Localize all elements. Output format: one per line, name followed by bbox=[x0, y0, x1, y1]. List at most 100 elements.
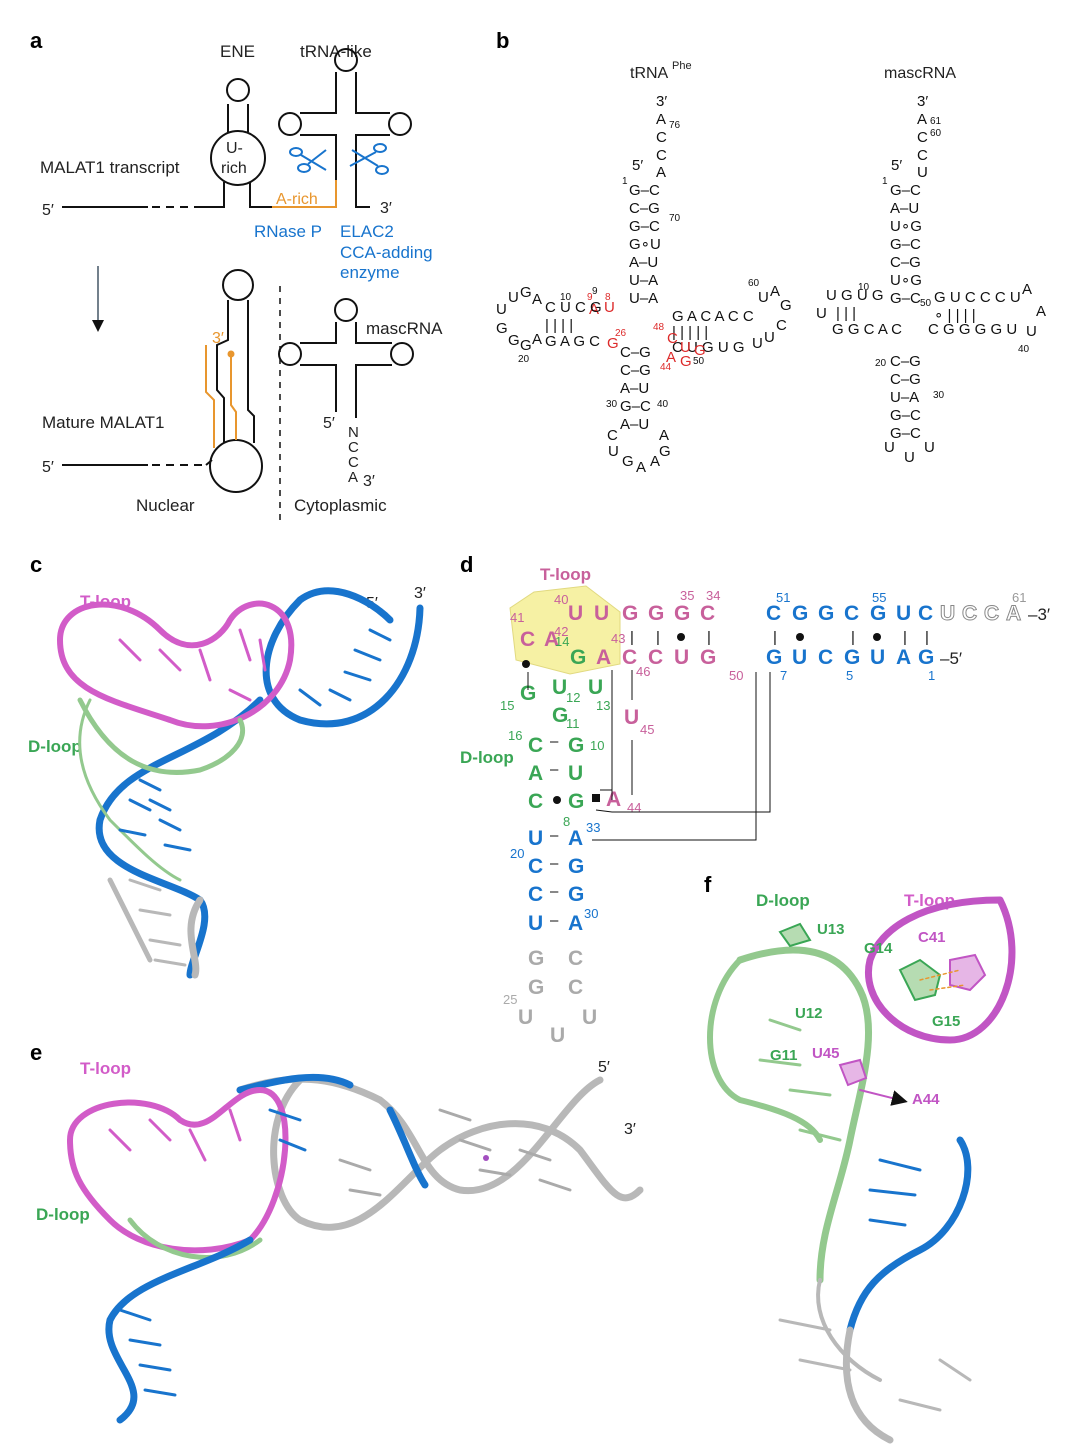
scissors-icon bbox=[289, 147, 327, 173]
a-rich-tail bbox=[205, 345, 215, 448]
u-rich-loop bbox=[210, 130, 266, 186]
nt: C bbox=[917, 147, 928, 164]
d-arm-dot bbox=[553, 796, 561, 804]
panel-label-f: f bbox=[704, 872, 712, 897]
mascrna-title: mascRNA bbox=[884, 65, 956, 82]
ene-right-stem bbox=[249, 182, 272, 208]
svg-text:16: 16 bbox=[508, 728, 522, 743]
residue-labels: U13 G14 C41 U12 G15 G11 U45 A44 bbox=[770, 921, 960, 1108]
nuclear-label: Nuclear bbox=[136, 496, 195, 515]
nt: U bbox=[924, 439, 935, 456]
nt: G∘U bbox=[629, 236, 661, 253]
svg-text:C: C bbox=[962, 602, 977, 625]
panel-b: b tRNA Phe mascRNA 3′ A 76 C C 5′ A 1 G–… bbox=[496, 28, 1046, 476]
nt: U bbox=[884, 439, 895, 456]
nt: A–U bbox=[620, 380, 649, 397]
nt-number: 9 bbox=[587, 292, 593, 303]
nt: U bbox=[758, 289, 769, 306]
svg-text:G: G bbox=[528, 947, 544, 970]
svg-text:|: | bbox=[630, 629, 634, 646]
svg-text:U: U bbox=[528, 827, 543, 850]
svg-text:C: C bbox=[818, 646, 833, 669]
d-five-end: –5′ bbox=[940, 649, 962, 668]
nt: G bbox=[680, 353, 692, 370]
nt: A bbox=[636, 459, 646, 476]
masc-5prime: 5′ bbox=[891, 157, 902, 174]
svg-text:C: C bbox=[568, 976, 583, 999]
panel-label-e: e bbox=[30, 1040, 42, 1065]
nt: U bbox=[508, 289, 519, 306]
nt: G bbox=[520, 337, 532, 354]
svg-text:41: 41 bbox=[510, 610, 524, 625]
svg-text:C: C bbox=[568, 947, 583, 970]
svg-text:43: 43 bbox=[611, 631, 625, 646]
ene-label: ENE bbox=[220, 42, 255, 61]
nt-number: 8 bbox=[605, 292, 611, 303]
ene-hairpin-loop bbox=[226, 78, 250, 102]
mascrna-cloverleaf bbox=[300, 322, 392, 418]
nt: U–A bbox=[629, 290, 658, 307]
c-three-prime: 3′ bbox=[414, 585, 426, 602]
nt: A bbox=[1036, 303, 1046, 320]
panel-label-a: a bbox=[30, 28, 43, 53]
f-d-loop-label: D-loop bbox=[756, 891, 810, 910]
nt: A bbox=[532, 291, 542, 308]
svg-text:34: 34 bbox=[706, 588, 720, 603]
nt-number: 20 bbox=[875, 358, 887, 369]
u-rich-text-1: U- bbox=[226, 140, 243, 157]
trna-3d-model bbox=[56, 587, 424, 979]
nt: G–C bbox=[890, 425, 921, 442]
trna-top-loop bbox=[334, 48, 358, 72]
svg-text:G: G bbox=[568, 883, 584, 906]
svg-text:–: – bbox=[550, 855, 559, 872]
nt: A bbox=[1022, 281, 1032, 298]
residue-u12: U12 bbox=[795, 1005, 823, 1022]
nt: A bbox=[589, 301, 599, 318]
nt-number: 9 bbox=[592, 286, 598, 297]
nt: U bbox=[816, 305, 827, 322]
d-arm-square bbox=[592, 794, 600, 802]
e-three-prime: 3′ bbox=[624, 1121, 636, 1138]
mature-top-loop bbox=[222, 269, 254, 301]
nt: C bbox=[656, 147, 667, 164]
nt: U–A bbox=[629, 272, 658, 289]
elac2-label: ELAC2 bbox=[340, 222, 394, 241]
svg-text:|: | bbox=[707, 629, 711, 646]
svg-text:C: C bbox=[528, 883, 543, 906]
svg-text:A: A bbox=[606, 788, 621, 811]
nt: U bbox=[917, 164, 928, 181]
svg-text:A: A bbox=[896, 646, 911, 669]
mature-malat1-label: Mature MALAT1 bbox=[42, 413, 165, 432]
nt: C bbox=[607, 427, 618, 444]
nt: A bbox=[666, 349, 676, 366]
trna-like-label: tRNA-like bbox=[300, 42, 372, 61]
svg-text:8: 8 bbox=[563, 814, 570, 829]
nt: C U C G bbox=[545, 299, 602, 316]
nt-number: 26 bbox=[615, 328, 627, 339]
svg-text:G: G bbox=[648, 602, 664, 625]
nt-number: 50 bbox=[693, 356, 705, 367]
nt: G bbox=[780, 297, 792, 314]
nt: G bbox=[508, 332, 520, 349]
three-prime-end-dot bbox=[227, 350, 235, 358]
svg-text:46: 46 bbox=[636, 664, 650, 679]
svg-text:35: 35 bbox=[680, 588, 694, 603]
a-rich-text: A-rich bbox=[276, 191, 318, 208]
nt: C bbox=[656, 129, 667, 146]
svg-text:A: A bbox=[568, 912, 583, 935]
interaction-3d-model bbox=[707, 896, 1016, 1444]
tail-a: A bbox=[348, 469, 358, 486]
svg-text:G: G bbox=[528, 976, 544, 999]
svg-text:G: G bbox=[568, 855, 584, 878]
tertiary-lines bbox=[527, 670, 771, 841]
nt-number: 44 bbox=[660, 362, 672, 373]
nt-number-25: 25 bbox=[503, 992, 517, 1007]
acceptor-pairs: |||| bbox=[773, 629, 929, 646]
